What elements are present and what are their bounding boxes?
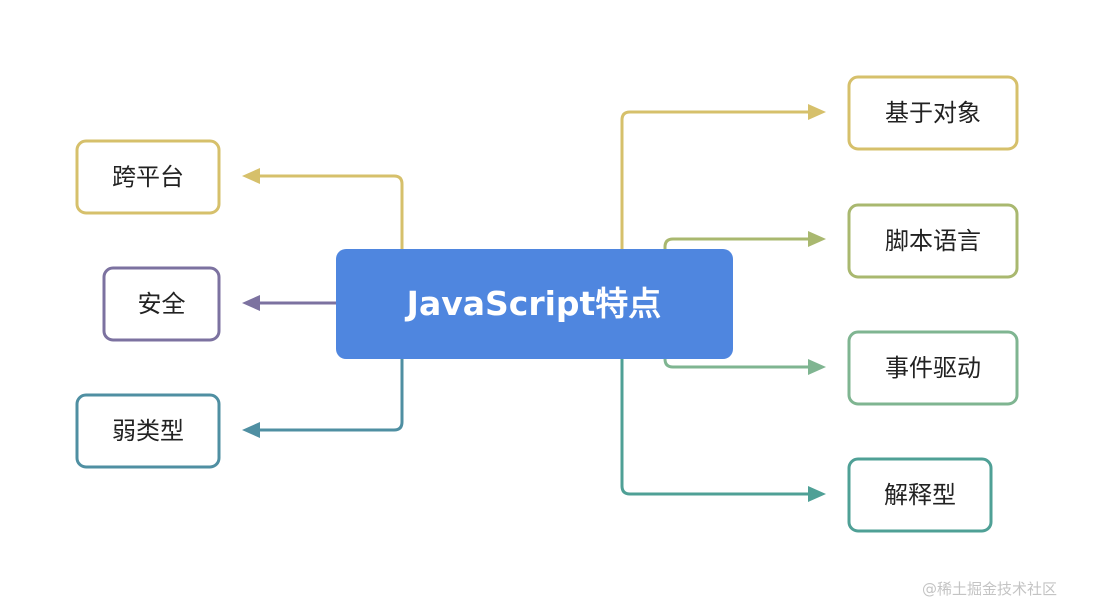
arrow-head-event-driven [808, 359, 826, 375]
connector-weak-typing [260, 358, 404, 432]
node-object-based: 基于对象 [847, 75, 1019, 151]
node-event-driven: 事件驱动 [847, 330, 1019, 406]
arrow-head-cross-platform [242, 168, 260, 184]
connector-interpreted [620, 358, 808, 496]
connector-scripting-language [663, 237, 808, 250]
node-security: 安全 [102, 266, 221, 342]
node-box [102, 266, 221, 342]
connector-cross-platform [260, 174, 404, 250]
arrow-head-weak-typing [242, 422, 260, 438]
arrow-head-interpreted [808, 486, 826, 502]
node-scripting-language: 脚本语言 [847, 203, 1019, 279]
node-box [847, 457, 993, 533]
center-node-box [336, 249, 733, 359]
connector-object-based [620, 110, 808, 250]
watermark: @稀土掘金技术社区 [922, 580, 1058, 598]
arrow-head-scripting-language [808, 231, 826, 247]
node-label: 解释型 [884, 481, 956, 509]
node-weak-typing: 弱类型 [75, 393, 221, 469]
node-label: 脚本语言 [885, 227, 981, 255]
connector-event-driven [663, 358, 808, 369]
node-label: 事件驱动 [885, 354, 981, 382]
node-label: 弱类型 [112, 417, 184, 445]
node-interpreted: 解释型 [847, 457, 993, 533]
node-box [847, 75, 1019, 151]
node-label: 基于对象 [885, 99, 981, 127]
node-box [75, 393, 221, 469]
node-box [75, 139, 221, 215]
node-label: 跨平台 [112, 163, 184, 191]
center-node-label: JavaScript特点 [405, 284, 662, 323]
center-node: JavaScript特点 [336, 249, 733, 359]
node-label: 安全 [138, 290, 186, 318]
arrow-head-security [242, 295, 260, 311]
node-box [847, 330, 1019, 406]
arrow-head-object-based [808, 104, 826, 120]
node-box [847, 203, 1019, 279]
node-cross-platform: 跨平台 [75, 139, 221, 215]
